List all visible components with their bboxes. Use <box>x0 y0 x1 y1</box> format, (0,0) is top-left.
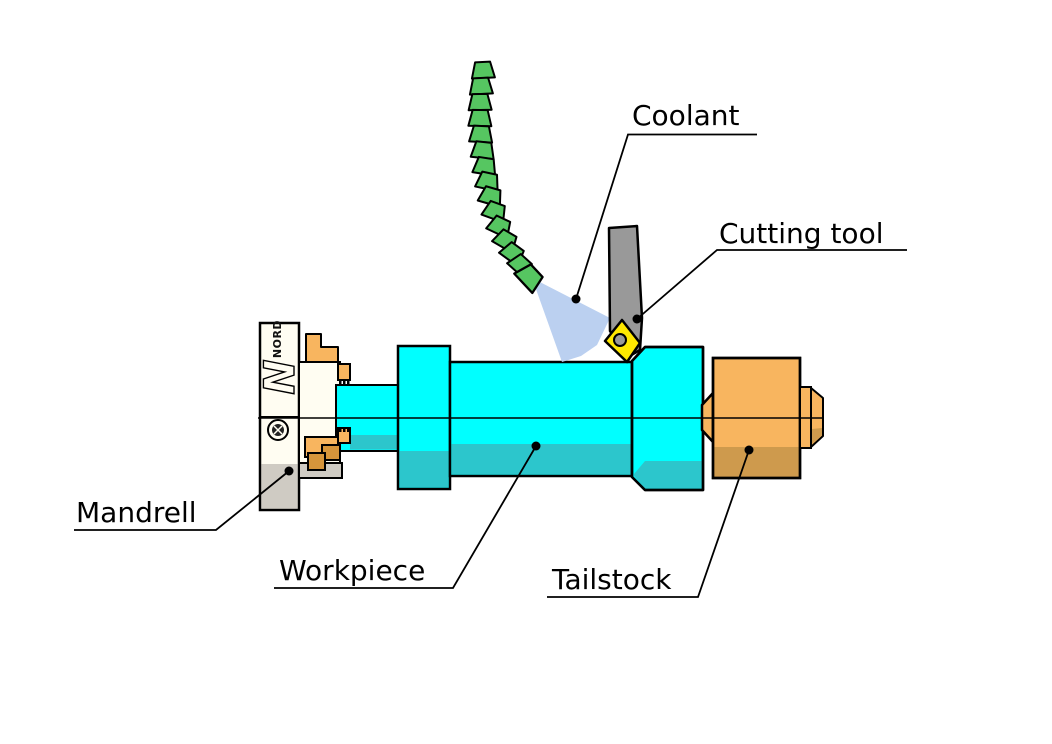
chuck-logo-n: N <box>255 359 304 394</box>
workpiece-leader-dot <box>531 441 541 451</box>
label-mandrell: Mandrell <box>76 496 197 529</box>
leader-lines <box>74 133 907 598</box>
insert-hole-icon <box>613 333 627 347</box>
mandrell-leader-dot <box>284 466 294 476</box>
coolant-leader-line <box>575 133 757 300</box>
coolant-leader-dot <box>571 294 581 304</box>
chuck-jaw-bottom <box>304 427 351 471</box>
label-coolant: Coolant <box>632 99 739 132</box>
chuck-brand-text: NORD <box>271 320 284 358</box>
chuck-body: NORD N <box>254 320 305 512</box>
label-cutting-tool: Cutting tool <box>719 217 883 250</box>
cutting-tool-leader-line <box>636 249 907 320</box>
labels: Coolant Cutting tool Mandrell Workpiece … <box>76 99 883 596</box>
label-tailstock: Tailstock <box>551 563 672 596</box>
tailstock-leader-dot <box>744 445 754 455</box>
workpiece-leader-line <box>274 445 537 589</box>
cutting-tool-leader-dot <box>632 314 642 324</box>
tailstock-leader-line <box>547 449 750 598</box>
label-workpiece: Workpiece <box>279 554 425 587</box>
cutting-tool <box>603 224 644 364</box>
mandrell-leader-line <box>74 470 290 531</box>
chuck-screw-icon <box>267 419 289 441</box>
coolant-spray <box>532 278 610 362</box>
chuck-jaw-top <box>305 333 351 385</box>
coolant-hose <box>467 60 547 295</box>
